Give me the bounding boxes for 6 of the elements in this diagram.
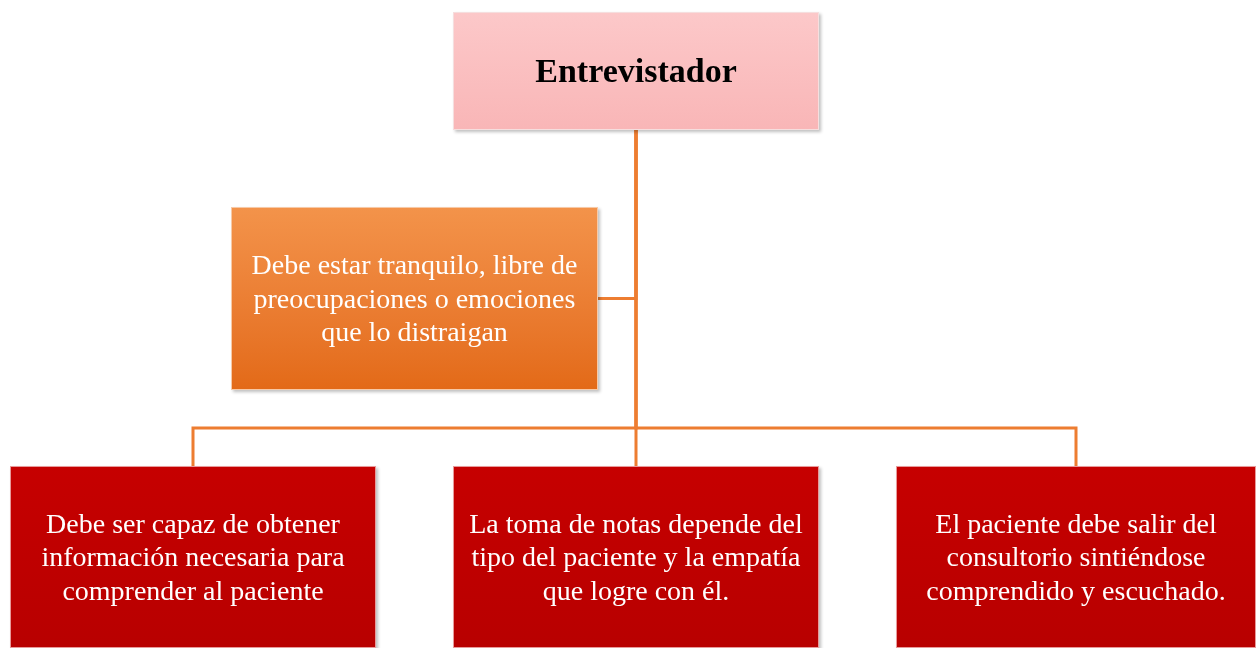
text-box: La toma de notas depende del tipo del paciente y la empatía que logre con él. [453,466,819,648]
text-box: Debe ser capaz de obtener información necesaria para comprender al paciente [10,466,376,648]
text-box: Debe estar tranquilo, libre de preocupaciones o emociones que lo distraigan [231,207,598,390]
connector-line [634,130,1078,466]
text-box: El paciente debe salir del consultorio sintiéndose comprendido y escuchado. [896,466,1256,648]
text-box: Entrevistador [453,12,819,130]
